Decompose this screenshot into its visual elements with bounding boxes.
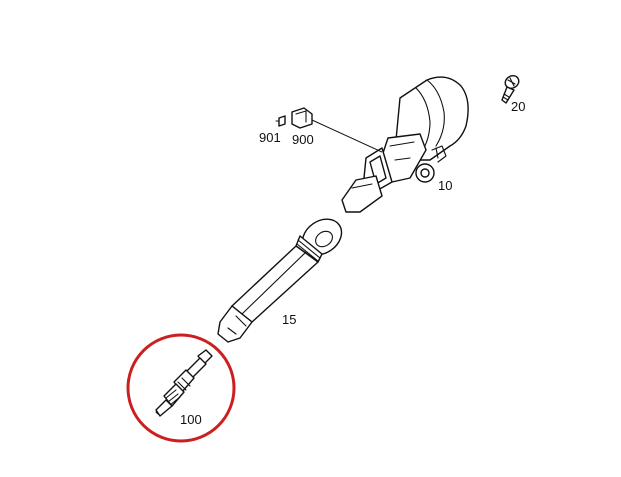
- highlight-circle: [126, 333, 236, 443]
- part-900-connector[interactable]: [291, 107, 313, 129]
- label-100: 100: [180, 412, 202, 427]
- part-15-coil-boot[interactable]: [217, 212, 348, 343]
- label-900: 900: [292, 132, 314, 147]
- part-20-bolt[interactable]: [501, 73, 521, 104]
- label-901: 901: [259, 130, 281, 145]
- leader-900-to-10: [311, 119, 383, 153]
- part-10-ignition-coil[interactable]: [341, 76, 469, 213]
- label-15: 15: [282, 312, 296, 327]
- part-100-spark-plug[interactable]: [155, 349, 213, 417]
- label-10: 10: [438, 178, 452, 193]
- part-901-pin[interactable]: [275, 115, 286, 127]
- label-20: 20: [511, 99, 525, 114]
